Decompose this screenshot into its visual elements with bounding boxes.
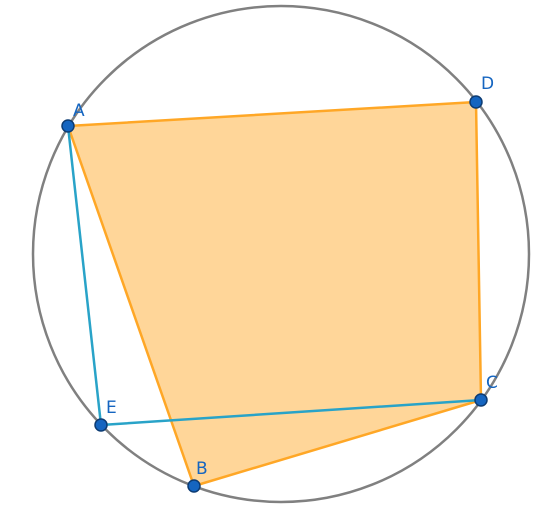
point-a-marker[interactable] xyxy=(61,119,75,133)
point-b-label: B xyxy=(196,459,208,479)
point-d[interactable]: D xyxy=(469,74,494,109)
point-c-label: C xyxy=(486,373,498,393)
point-b[interactable]: B xyxy=(187,459,208,493)
circumcircle xyxy=(31,4,531,504)
point-a-label: A xyxy=(73,101,85,121)
point-e-marker[interactable] xyxy=(94,418,108,432)
point-c[interactable]: C xyxy=(474,373,498,407)
segment-ec xyxy=(99,398,483,427)
point-a[interactable]: A xyxy=(61,101,85,133)
point-c-marker[interactable] xyxy=(474,393,488,407)
point-e-label: E xyxy=(106,398,117,418)
point-b-marker[interactable] xyxy=(187,479,201,493)
point-d-marker[interactable] xyxy=(469,95,483,109)
quadrilateral-abcd xyxy=(66,100,483,488)
point-d-label: D xyxy=(481,74,494,94)
segment-ae xyxy=(66,124,103,427)
point-e[interactable]: E xyxy=(94,398,117,432)
